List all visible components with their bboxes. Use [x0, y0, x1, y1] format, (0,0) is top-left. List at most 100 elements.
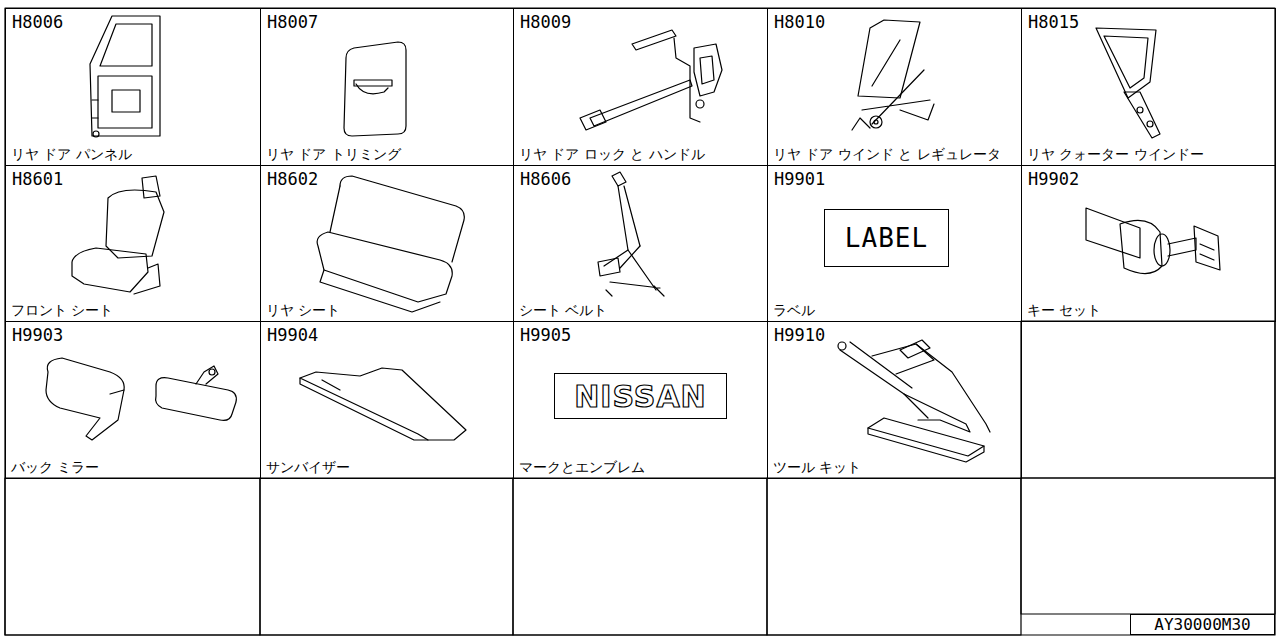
emblem-plate: NISSAN — [554, 373, 727, 419]
drawing-line — [354, 80, 392, 86]
part-name: リヤ クォーター ウインドー — [1027, 145, 1204, 163]
drawing-line — [317, 232, 452, 302]
part-code: H8606 — [520, 169, 571, 189]
parts-cell: H8601 フロント シート — [5, 165, 261, 322]
parts-cell: H9904 サンバイザー — [260, 321, 514, 479]
drawing-line — [260, 478, 513, 635]
drawing-line — [624, 186, 640, 246]
drawing-line — [612, 172, 626, 186]
parts-cell: H8602リヤ シート — [260, 165, 514, 322]
part-code: H8015 — [1028, 12, 1079, 32]
part-name: フロント シート — [11, 301, 113, 319]
part-name: サンバイザー — [266, 458, 350, 476]
tool-kit-drawing — [838, 340, 990, 462]
drawing-line — [840, 342, 928, 418]
parts-cell: H8606 シート ベルト — [513, 165, 768, 322]
drawing-line — [598, 258, 620, 276]
drawing-line — [1086, 208, 1140, 258]
drawing-line — [1120, 220, 1162, 273]
part-name: マークとエンブレム — [519, 458, 645, 476]
drawing-line — [93, 131, 99, 137]
drawing-line — [300, 368, 466, 440]
part-code: H8009 — [520, 12, 571, 32]
part-name: リヤ ドア トリミング — [266, 145, 401, 163]
part-name: バック ミラー — [11, 458, 99, 476]
parts-cell: H9902キー セット — [1021, 165, 1276, 322]
drawing-line — [134, 264, 160, 294]
drawing-line — [862, 70, 930, 124]
drawing-line — [1096, 28, 1156, 98]
door-trim-drawing — [344, 42, 406, 136]
part-name: リヤ ドア パンネル — [11, 145, 132, 163]
drawing-line — [870, 116, 882, 128]
drawing-line — [1104, 36, 1148, 88]
drawing-line — [1194, 226, 1220, 270]
part-code: H8010 — [774, 12, 825, 32]
part-code: H9910 — [774, 325, 825, 345]
drawing-line — [196, 366, 218, 384]
drawing-line — [112, 90, 140, 112]
drawing-line — [340, 176, 464, 262]
door-panel-drawing — [90, 16, 160, 137]
drawing-line — [900, 104, 934, 120]
drawing-line — [322, 380, 340, 390]
plate-text: LABEL — [845, 223, 928, 253]
drawing-line — [868, 428, 984, 462]
drawing-line — [98, 76, 152, 128]
drawing-line — [110, 390, 124, 394]
part-code: H9902 — [1028, 169, 1079, 189]
parts-cell: H8010リヤ ドア ウインド と レギュレータ — [767, 8, 1022, 166]
parts-cell: H8006 リヤ ドア パンネル — [5, 8, 261, 166]
rear-seat-drawing — [317, 176, 464, 312]
drawing-line — [513, 478, 767, 635]
drawing-line — [330, 186, 340, 232]
drawing-line — [72, 248, 148, 292]
drawing-line — [904, 394, 970, 432]
parts-cell: H8015 リヤ クォーター ウインドー — [1021, 8, 1276, 166]
parts-cell: H8007リヤ ドア トリミング — [260, 8, 514, 166]
drawing-line — [838, 342, 846, 350]
label-plate: LABEL — [824, 209, 949, 267]
drawing-line — [632, 30, 676, 50]
grid — [5, 8, 1275, 635]
quarter-window-drawing — [1096, 28, 1160, 138]
drawing-line — [5, 478, 260, 635]
drawing-line — [1168, 238, 1196, 256]
drawing-line — [872, 40, 900, 86]
drawing-line — [1200, 244, 1214, 260]
part-name: ツール キット — [773, 458, 861, 476]
part-name: リヤ シート — [266, 301, 340, 319]
drawing-line — [106, 190, 164, 258]
drawing-line — [1154, 234, 1170, 266]
parts-cell: H8009 リヤ ドア ロック と ハンドル — [513, 8, 768, 166]
parts-cell: H9903 バック ミラー — [5, 321, 261, 479]
part-name: リヤ ドア ロック と ハンドル — [519, 145, 705, 163]
drawing-line — [5, 8, 1275, 635]
drawing-line — [858, 20, 920, 98]
door-lock-drawing — [580, 30, 722, 130]
sun-visor-drawing — [300, 368, 466, 440]
drawing-line — [874, 120, 878, 124]
part-code: H9903 — [12, 325, 63, 345]
drawing-line — [604, 246, 640, 268]
drawing-line — [92, 100, 98, 118]
drawing-line — [209, 369, 215, 375]
seat-belt-drawing — [598, 172, 664, 296]
part-code: H8601 — [12, 169, 63, 189]
part-code: H9905 — [520, 325, 571, 345]
part-name: ラベル — [773, 301, 815, 319]
drawing-line — [694, 44, 722, 96]
parts-cell: H9905 マークとエンブレム NISSAN — [513, 321, 768, 479]
part-code: H9904 — [267, 325, 318, 345]
drawing-line — [606, 282, 664, 296]
drawing-line — [590, 80, 692, 126]
drawing-line — [1021, 478, 1275, 614]
drawing-line — [46, 358, 124, 440]
part-name: シート ベルト — [519, 301, 607, 319]
drawing-line — [767, 478, 1021, 635]
drawing-line — [1147, 121, 1153, 127]
front-seat-drawing — [72, 176, 164, 294]
part-code: H8006 — [12, 12, 63, 32]
key-set-drawing — [1086, 208, 1220, 274]
